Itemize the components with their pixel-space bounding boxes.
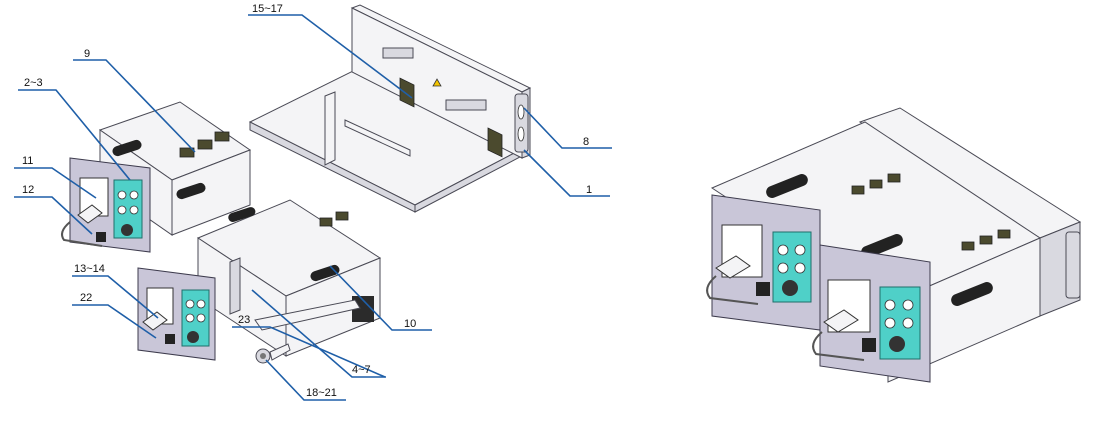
callout-13-14: 13~14 xyxy=(74,263,105,275)
indicator-lamp-icon xyxy=(129,205,139,215)
backplane-connector xyxy=(487,127,503,158)
warning-label-icon xyxy=(432,78,442,87)
callout-labels: 15~17 9 2~3 11 12 8 1 13~14 22 23 10 4~7… xyxy=(22,3,592,399)
callout-18-21: 18~21 xyxy=(306,387,337,399)
callout-8: 8 xyxy=(583,136,589,148)
side-handle xyxy=(514,93,529,153)
front-panel-lower xyxy=(137,267,216,361)
knob-icon xyxy=(187,331,199,343)
callout-23: 23 xyxy=(238,314,250,326)
leader-lines xyxy=(14,14,612,401)
knob-icon xyxy=(889,336,905,352)
handle-12 xyxy=(61,221,103,247)
assembled-unit xyxy=(706,107,1082,383)
callout-10: 10 xyxy=(404,318,416,330)
backplane-chassis xyxy=(248,4,532,213)
indicator-lamp-icon xyxy=(117,205,127,215)
rear-handle xyxy=(1065,231,1081,299)
callout-2-3: 2~3 xyxy=(24,77,43,89)
callout-22: 22 xyxy=(80,292,92,304)
circuit-board-lower xyxy=(319,211,349,227)
callout-1: 1 xyxy=(586,184,592,196)
knob-icon xyxy=(782,280,798,296)
indicator-lamp-icon xyxy=(117,190,127,200)
indicator-lamp-icon xyxy=(129,190,139,200)
callout-15-17: 15~17 xyxy=(252,3,283,15)
knob-icon xyxy=(121,224,133,236)
callout-12: 12 xyxy=(22,184,34,196)
small-parts-18-21 xyxy=(255,343,291,364)
callout-9: 9 xyxy=(84,48,90,60)
module-cage-lower xyxy=(196,199,382,357)
callout-11: 11 xyxy=(22,155,33,167)
breaker-lever xyxy=(77,204,103,224)
callout-4-7: 4~7 xyxy=(352,364,371,376)
connector-10 xyxy=(352,296,374,322)
front-panel-upper xyxy=(61,157,151,253)
circuit-board-9 xyxy=(179,131,230,158)
